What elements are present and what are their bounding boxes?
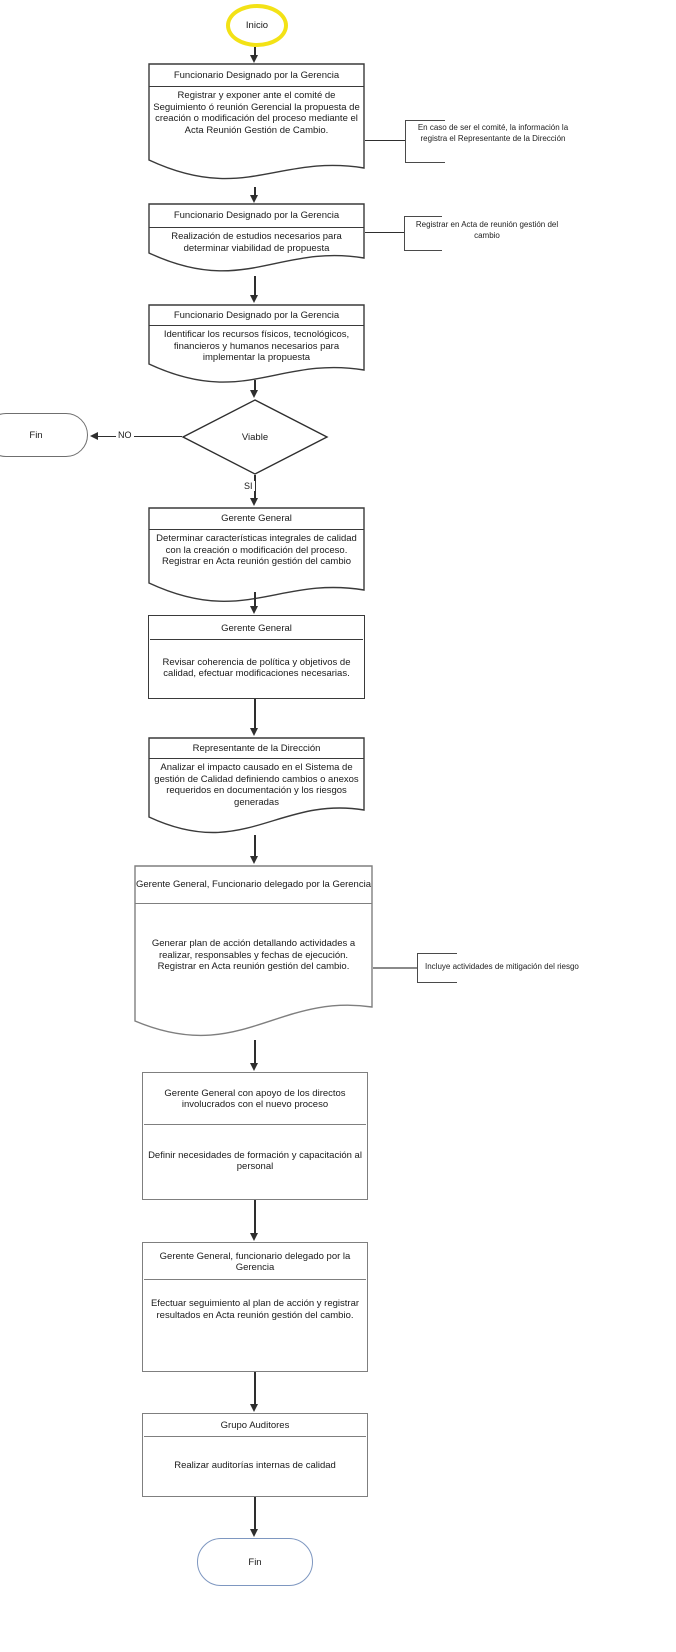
annotation2-connector (365, 232, 404, 234)
arrowhead-icon (250, 1233, 258, 1241)
process-box-3[interactable]: Funcionario Designado por la Gerencia Id… (148, 304, 365, 399)
box4-header: Gerente General (149, 508, 364, 530)
arrowhead-icon (90, 432, 98, 440)
box10-body: Realizar auditorías internas de calidad (174, 1459, 336, 1471)
connector-decision-box4 (254, 475, 256, 498)
annotation1-bracket-bottom (405, 162, 445, 164)
connector-box5-box6 (254, 699, 256, 728)
si-branch-label: SI (242, 481, 255, 491)
arrowhead-icon (250, 195, 258, 203)
process-box-6[interactable]: Representante de la Dirección Analizar e… (148, 737, 365, 845)
box2-body: Realización de estudios necesarios para … (171, 231, 342, 254)
no-branch-label: NO (116, 430, 134, 440)
annotation1-connector (365, 140, 405, 142)
annotation1-bracket-top (405, 120, 445, 122)
arrowhead-icon (250, 498, 258, 506)
fin-bottom-label: Fin (248, 1556, 262, 1568)
box7-header: Gerente General, Funcionario delegado po… (135, 866, 372, 904)
connector-box8-box9 (254, 1200, 256, 1233)
box7-body: Generar plan de acción detallando activi… (151, 938, 356, 973)
connector-box7-box8 (254, 1040, 256, 1063)
arrowhead-icon (250, 1529, 258, 1537)
connector-box3-decision (254, 380, 256, 390)
connector-box9-box10 (254, 1372, 256, 1404)
box6-body: Analizar el impacto causado en el Sistem… (154, 762, 359, 808)
fin-left-terminator[interactable]: Fin (0, 413, 88, 457)
annotation2-bracket-top (404, 216, 442, 218)
arrowhead-icon (250, 1063, 258, 1071)
process-box-9[interactable]: Gerente General, funcionario delegado po… (142, 1242, 368, 1372)
box3-header: Funcionario Designado por la Gerencia (149, 305, 364, 326)
process-box-5[interactable]: Gerente General Revisar coherencia de po… (148, 615, 365, 699)
process-box-10[interactable]: Grupo Auditores Realizar auditorías inte… (142, 1413, 368, 1497)
annotation3-bracket (417, 953, 419, 983)
annotation1-bracket (405, 120, 407, 163)
annotation2-bracket (404, 216, 406, 251)
start-terminator[interactable]: Inicio (226, 4, 288, 47)
start-label: Inicio (245, 20, 269, 31)
box5-header: Gerente General (150, 617, 363, 640)
arrowhead-icon (250, 728, 258, 736)
annotation3-connector (373, 967, 417, 969)
connector-box6-box7 (254, 835, 256, 856)
decision-viable[interactable]: Viable (181, 399, 329, 475)
annotation3-bracket-bottom (417, 982, 457, 984)
box8-header: Gerente General con apoyo de los directo… (144, 1074, 366, 1125)
process-box-2[interactable]: Funcionario Designado por la Gerencia Re… (148, 203, 365, 285)
fin-left-label: Fin (29, 429, 43, 441)
box3-body: Identificar los recursos físicos, tecnol… (163, 329, 350, 363)
annotation1-text[interactable]: En caso de ser el comité, la información… (417, 123, 569, 143)
process-box-1[interactable]: Funcionario Designado por la Gerencia Re… (148, 63, 365, 193)
process-box-7[interactable]: Gerente General, Funcionario delegado po… (134, 865, 373, 1050)
process-box-8[interactable]: Gerente General con apoyo de los directo… (142, 1072, 368, 1200)
box6-header: Representante de la Dirección (149, 738, 364, 759)
box5-body: Revisar coherencia de política y objetiv… (162, 656, 351, 680)
connector-box10-fin (254, 1497, 256, 1529)
box2-header: Funcionario Designado por la Gerencia (149, 204, 364, 228)
connector-start-box1 (254, 47, 256, 55)
connector-box1-box2 (254, 187, 256, 195)
fin-bottom-terminator[interactable]: Fin (197, 1538, 313, 1586)
arrowhead-icon (250, 55, 258, 63)
connector-box4-box5 (254, 592, 256, 606)
annotation3-bracket-top (417, 953, 457, 955)
annotation3-text[interactable]: Incluye actividades de mitigación del ri… (425, 962, 579, 971)
box1-body: Registrar y exponer ante el comité de Se… (153, 90, 360, 136)
decision-label: Viable (241, 431, 269, 443)
box1-header: Funcionario Designado por la Gerencia (149, 64, 364, 87)
box8-body: Definir necesidades de formación y capac… (148, 1149, 362, 1173)
annotation2-text[interactable]: Registrar en Acta de reunión gestión del… (415, 220, 559, 240)
box10-header: Grupo Auditores (144, 1415, 366, 1437)
arrowhead-icon (250, 295, 258, 303)
arrowhead-icon (250, 390, 258, 398)
annotation2-bracket-bottom (404, 250, 442, 252)
box9-header: Gerente General, funcionario delegado po… (144, 1244, 366, 1280)
box9-body: Efectuar seguimiento al plan de acción y… (150, 1298, 360, 1321)
connector-decision-fin (98, 436, 182, 438)
arrowhead-icon (250, 1404, 258, 1412)
box4-body: Determinar características integrales de… (156, 533, 357, 567)
arrowhead-icon (250, 856, 258, 864)
connector-box2-box3 (254, 276, 256, 295)
arrowhead-icon (250, 606, 258, 614)
process-box-4[interactable]: Gerente General Determinar característic… (148, 507, 365, 611)
